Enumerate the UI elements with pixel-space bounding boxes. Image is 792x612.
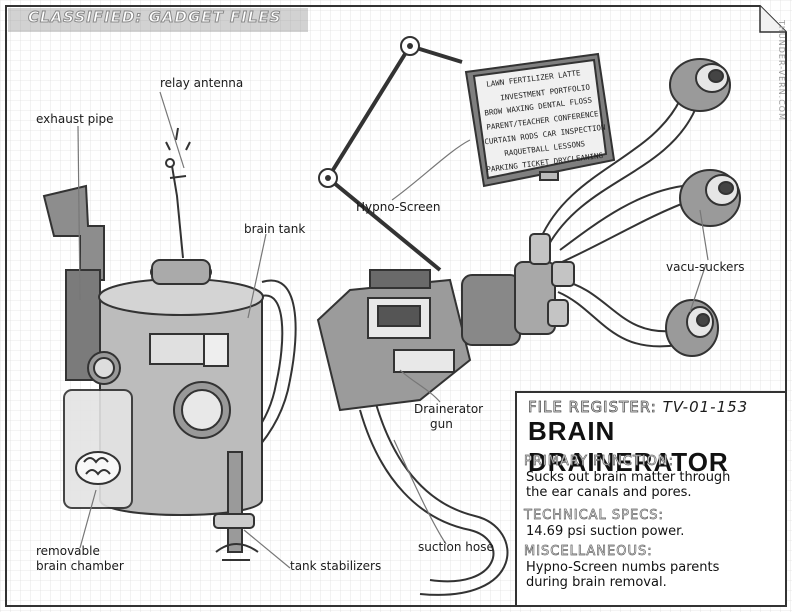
- brain-tank: [63, 259, 264, 516]
- miscellaneous-text-2: during brain removal.: [526, 575, 667, 590]
- gadget-name: BRAIN DRAINERATOR: [528, 416, 729, 477]
- miscellaneous-heading: MISCELLANEOUS:: [524, 544, 653, 560]
- technical-specs-heading: TECHNICAL SPECS:: [524, 508, 664, 524]
- paper-frame: [5, 5, 787, 607]
- header-band: [8, 8, 308, 32]
- miscellaneous-text-1: Hypno-Screen numbs parents: [526, 560, 720, 575]
- vacu-sucker-hoses: [539, 99, 696, 348]
- file-register-label: FILE REGISTER:: [528, 398, 657, 417]
- label-vacu-suckers: vacu-suckers: [666, 260, 745, 274]
- tank-stabilizers: [213, 451, 259, 561]
- vacu-sucker-bottom: [665, 299, 719, 357]
- primary-function-text-1: Sucks out brain matter through: [526, 470, 731, 485]
- file-register-line: FILE REGISTER: TV-01-153: [528, 398, 749, 417]
- label-removable-chamber-line1: removable: [36, 544, 100, 558]
- primary-function-text-2: the ear canals and pores.: [526, 485, 692, 500]
- label-brain-tank: brain tank: [244, 222, 306, 236]
- header-title: CLASSIFIED: GADGET FILES: [27, 8, 282, 27]
- site-credit: THUNDER-VERN.COM: [777, 20, 786, 122]
- primary-function-heading: PRIMARY FUNCTION:: [524, 454, 674, 470]
- leader-lines: [77, 91, 709, 569]
- technical-specs-text: 14.69 psi suction power.: [526, 524, 685, 539]
- label-suction-hose: suction hose: [418, 540, 494, 554]
- relay-antenna: [165, 127, 191, 259]
- hypno-screen: [464, 52, 616, 188]
- file-register-box: [515, 391, 787, 607]
- label-relay-antenna: relay antenna: [160, 76, 244, 90]
- label-hypno-screen: Hypno-Screen: [356, 200, 441, 214]
- label-tank-stabilizers: tank stabilizers: [290, 559, 382, 573]
- file-register-value: TV-01-153: [662, 398, 749, 416]
- label-drainerator-gun-line2: gun: [430, 417, 453, 431]
- drainerator-gun: [316, 233, 575, 412]
- label-drainerator-gun-line1: Drainerator: [414, 402, 484, 416]
- folded-corner: [759, 6, 786, 33]
- file-register-panel: FILE REGISTER: TV-01-153 BRAIN DRAINERAT…: [516, 392, 792, 612]
- vacu-sucker-top: [669, 58, 731, 112]
- vacu-sucker-middle: [679, 169, 741, 227]
- label-removable-chamber-line2: brain chamber: [36, 559, 124, 573]
- label-exhaust-pipe: exhaust pipe: [36, 112, 114, 126]
